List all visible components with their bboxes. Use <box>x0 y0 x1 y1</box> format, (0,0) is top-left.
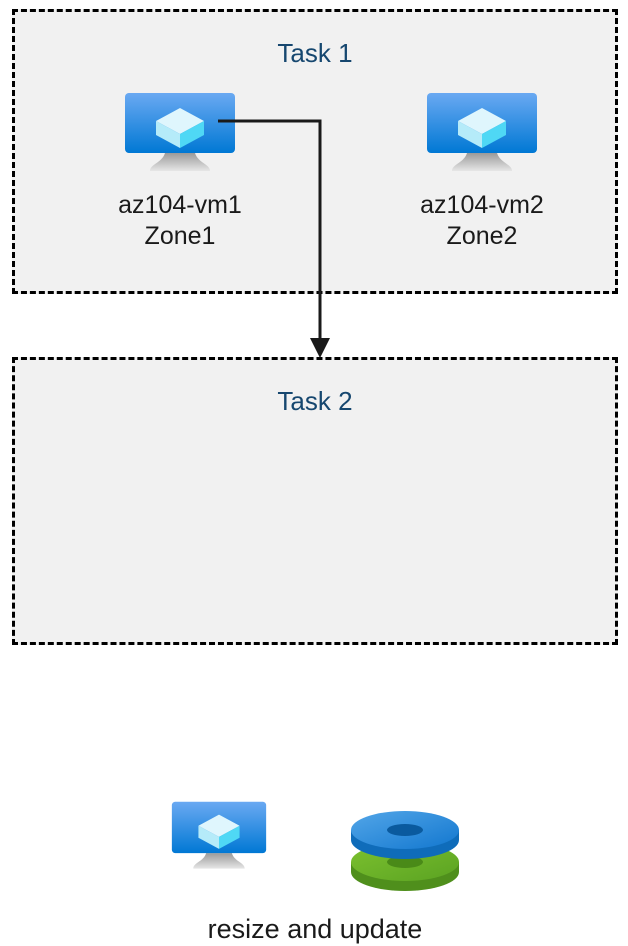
task-2-title: Task 2 <box>277 386 353 416</box>
managed-disks-icon <box>345 800 465 896</box>
virtual-machine-icon <box>426 92 538 174</box>
diagram-canvas: Task 1 <box>12 9 618 944</box>
node-label-az104-vm1: az104-vm1 Zone1 <box>118 191 242 250</box>
node-managed-disks[interactable] <box>345 800 465 896</box>
task-1-container: Task 1 <box>12 9 618 294</box>
task-2-container: Task 2 <box>12 357 618 944</box>
virtual-machine-icon <box>124 92 236 174</box>
down-arrow-icon <box>310 338 330 358</box>
node-label-az104-vm2: az104-vm2 Zone2 <box>420 191 544 250</box>
virtual-machine-icon <box>171 800 267 872</box>
node-az104-vm1[interactable]: az104-vm1 Zone1 <box>75 92 285 252</box>
task-2-caption: resize and update <box>207 914 423 944</box>
node-az104-vm2[interactable]: az104-vm2 Zone2 <box>377 92 587 252</box>
node-task2-virtual-machine[interactable] <box>143 800 295 872</box>
task-1-title: Task 1 <box>277 38 353 68</box>
